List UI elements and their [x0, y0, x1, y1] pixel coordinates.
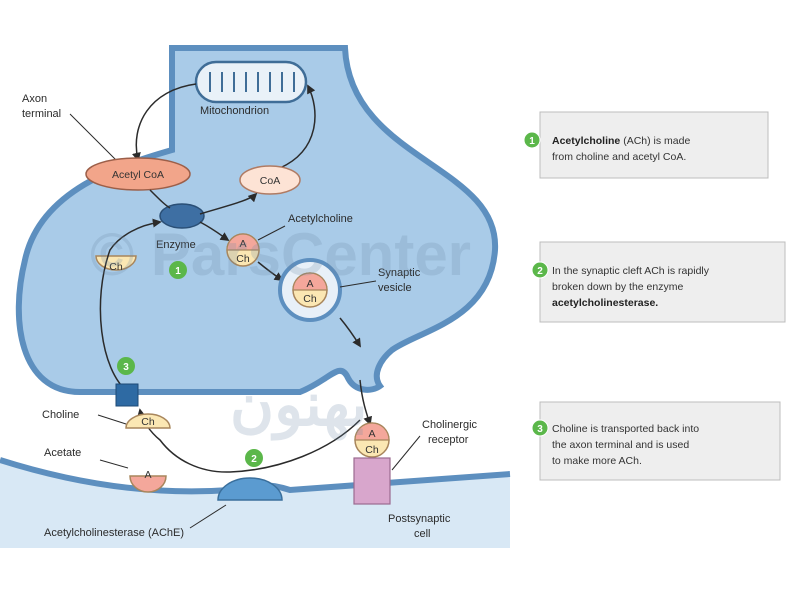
choline-cleft-label: Ch	[141, 416, 155, 428]
note-2: 2 In the synaptic cleft ACh is rapidly b…	[531, 241, 786, 323]
receptor-ch-label: Ch	[365, 444, 379, 456]
postsynaptic-label-line1: Postsynaptic	[388, 513, 451, 525]
step-2-marker	[245, 449, 263, 467]
coa	[239, 165, 301, 195]
note-2-line3: acetylcholinesterase.	[552, 297, 658, 309]
acetylcholine-pointer	[257, 225, 286, 241]
cleft-flow-arrow	[137, 408, 361, 473]
watermark-parscenter: © ParsCenter	[90, 221, 471, 288]
release-arrow	[359, 379, 372, 426]
step-2-number: 2	[251, 454, 257, 465]
acetyl-coa	[85, 157, 191, 191]
acetylcholine-molecule	[226, 233, 260, 267]
cholinergic-receptor-label-line2: receptor	[428, 434, 469, 446]
cholinergic-receptor-label-line1: Cholinergic	[422, 419, 478, 431]
receptor-a-label: A	[368, 428, 375, 440]
note-3-line3: to make more ACh.	[552, 455, 642, 467]
note-3-line2: the axon terminal and is used	[552, 439, 689, 451]
choline-recycle-arrow	[99, 218, 162, 393]
coa-label: CoA	[260, 175, 280, 187]
synaptic-vesicle-label-line1: Synaptic	[378, 267, 421, 279]
synaptic-vesicle-pointer	[339, 280, 377, 288]
ache-pointer	[189, 504, 227, 529]
vesicle-a-label: A	[306, 278, 313, 290]
note-2-number: 2	[537, 266, 543, 277]
acetate-a-label: A	[144, 469, 151, 481]
synaptic-vesicle	[278, 258, 342, 322]
choline-inside-label: Ch	[109, 261, 123, 273]
choline-pointer	[97, 414, 127, 425]
vesicle-ch-label: Ch	[303, 293, 317, 305]
mito-to-acetylcoa-arrow	[132, 83, 197, 162]
choline-label: Choline	[42, 409, 79, 421]
note-1-line1: Acetylcholine (ACh) is made	[552, 135, 690, 147]
choline-transporter	[115, 383, 139, 407]
enzyme	[159, 203, 205, 229]
mitochondrion	[194, 60, 308, 104]
note-1: 1 Acetylcholine (ACh) is made from choli…	[523, 111, 769, 179]
axon-terminal-label-line1: Axon	[22, 93, 47, 105]
note-1-line2: from choline and acetyl CoA.	[552, 151, 686, 163]
enzyme-to-ach-arrow	[199, 221, 230, 241]
note-2-line1: In the synaptic cleft ACh is rapidly	[552, 265, 710, 277]
note-1-number: 1	[529, 136, 535, 147]
enzyme-to-coa-arrow	[199, 192, 258, 215]
acetylcoa-to-enzyme-arrow	[149, 189, 171, 209]
note-3-line1: Choline is transported back into	[552, 423, 699, 435]
axon-terminal	[15, 45, 499, 395]
vesicle-to-release-arrow	[339, 317, 361, 348]
acetate	[129, 475, 167, 493]
acetate-pointer	[99, 459, 129, 469]
note-3-number: 3	[537, 424, 543, 435]
acetylcholine-at-receptor	[354, 422, 390, 458]
coa-to-mito-arrow	[279, 84, 316, 169]
step-1-marker	[169, 261, 187, 279]
ache-enzyme	[217, 477, 283, 501]
ach-ch-label: Ch	[236, 253, 250, 265]
choline-cleft	[125, 413, 171, 429]
ach-a-label: A	[239, 238, 246, 250]
step-1-number: 1	[175, 266, 181, 277]
acetate-label: Acetate	[44, 447, 81, 459]
watermark-behnoon: بهنون	[230, 371, 368, 441]
axon-terminal-pointer	[69, 113, 119, 163]
synaptic-vesicle-label-line2: vesicle	[378, 282, 412, 294]
ache-label: Acetylcholinesterase (AChE)	[44, 527, 184, 539]
cholinergic-receptor-pointer	[391, 435, 421, 471]
enzyme-label: Enzyme	[156, 239, 196, 251]
choline-inside	[95, 255, 137, 271]
cholinergic-receptor	[353, 457, 391, 505]
axon-terminal-label-line2: terminal	[22, 108, 61, 120]
acetyl-coa-label: Acetyl CoA	[112, 169, 164, 181]
postsynaptic-label-line2: cell	[414, 528, 431, 540]
note-2-line2: broken down by the enzyme	[552, 281, 683, 293]
acetylcholine-label: Acetylcholine	[288, 213, 353, 225]
note-3: 3 Choline is transported back into the a…	[531, 401, 781, 481]
postsynaptic-cytoplasm	[0, 460, 510, 548]
mitochondrion-label: Mitochondrion	[200, 105, 269, 117]
step-3-marker	[117, 357, 135, 375]
step-3-number: 3	[123, 362, 129, 373]
